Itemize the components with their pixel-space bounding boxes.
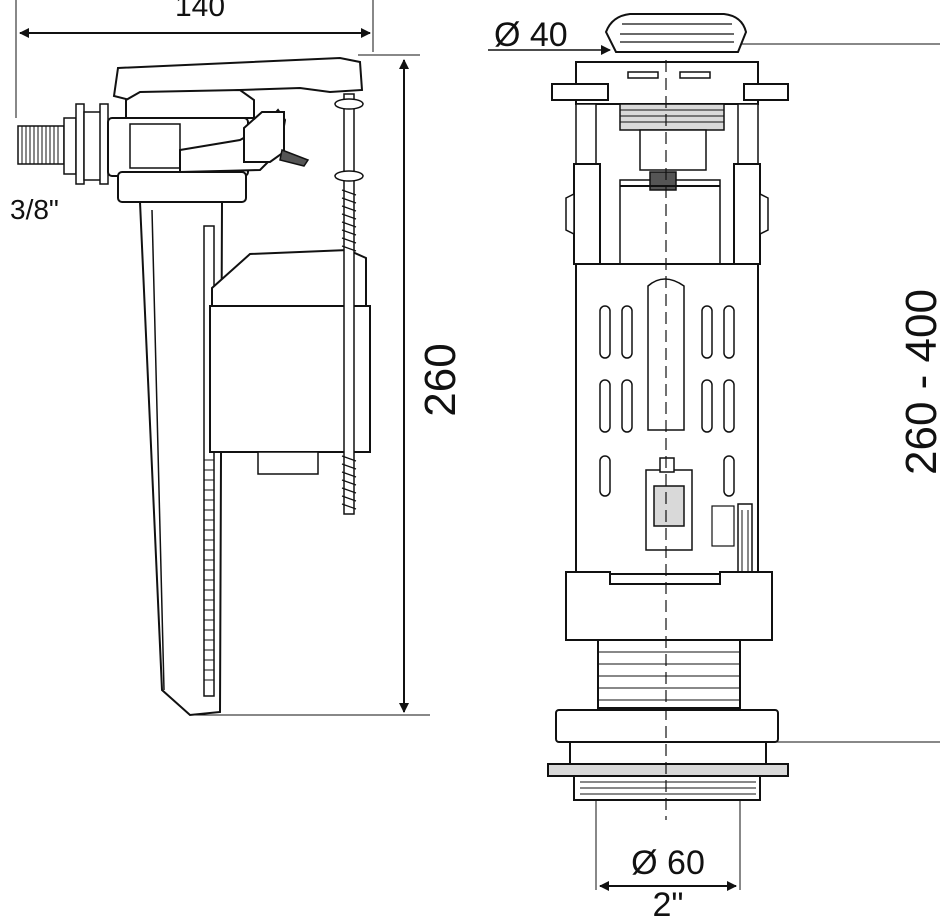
button-diameter-dimension: Ø 40	[488, 16, 940, 55]
inlet-thread: 3/8"	[10, 103, 111, 225]
fill-valve: 140 260 3/8"	[10, 0, 465, 717]
button-diameter-label: Ø 40	[494, 16, 568, 54]
height-label: 260	[416, 343, 465, 416]
base-housing	[547, 571, 940, 801]
adjustment-rod	[334, 93, 364, 515]
push-button	[604, 13, 748, 53]
width-dimension: 140	[15, 0, 374, 118]
height-dimension: 260	[190, 54, 465, 716]
valve-head	[107, 56, 364, 203]
width-label: 140	[175, 0, 225, 23]
riser-tube	[138, 201, 224, 717]
flush-valve: Ø 40	[488, 13, 940, 919]
outlet-diameter-label: Ø 60	[631, 844, 705, 882]
outlet-thread-label: 2"	[653, 886, 684, 919]
main-cage	[575, 263, 759, 581]
outlet-diameter-dimension: Ø 60 2"	[595, 800, 741, 919]
height-range-label: 260 - 400	[897, 289, 940, 475]
thread-label: 3/8"	[10, 194, 59, 225]
upper-frame	[565, 103, 769, 265]
